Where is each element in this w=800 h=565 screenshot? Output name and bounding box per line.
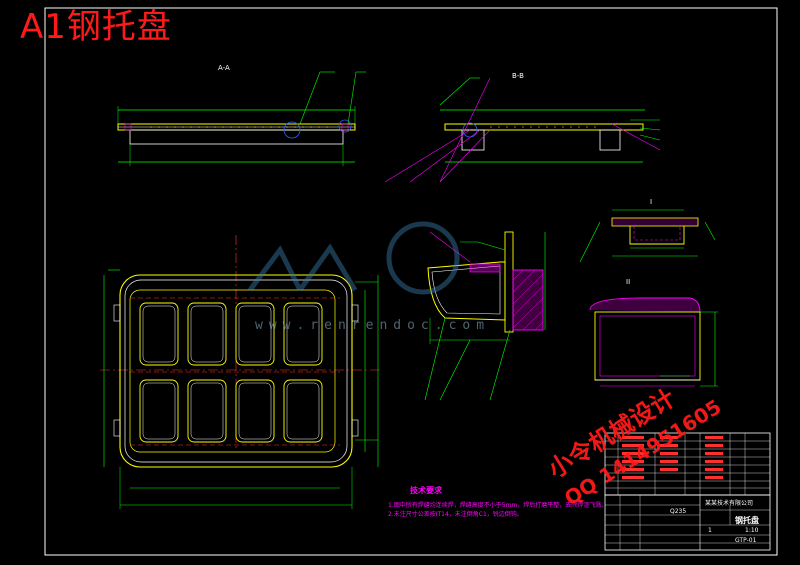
detail-label-1: I — [650, 198, 653, 206]
tech-requirement-2: 2.未注尺寸公差按IT14，未注倒角C1，锐边倒钝。 — [388, 511, 523, 518]
section-view-a — [117, 71, 366, 166]
title-block-part-name: 钢托盘 — [735, 516, 759, 525]
section-label-a: A-A — [218, 64, 230, 72]
detail-label-2: II — [626, 278, 631, 286]
tech-requirement-1: 1.图中所有焊缝均连续焊，焊缝高度不小于5mm，焊后打磨平整，去除焊渣飞溅。 — [388, 502, 608, 509]
title-block-sheet: 1 — [708, 527, 712, 534]
detail-view-2 — [579, 209, 716, 263]
section-view-b — [384, 77, 661, 183]
title-block-material: Q235 — [670, 508, 687, 515]
plan-view — [100, 235, 380, 509]
drawing-title: A1钢托盘 — [20, 7, 172, 47]
title-block-drawing-no: GTP-01 — [735, 537, 757, 544]
tech-requirements-heading: 技术要求 — [410, 486, 442, 495]
detail-view-1 — [424, 231, 546, 401]
watermark-logo — [248, 221, 460, 295]
title-block — [604, 494, 771, 551]
section-label-b: B-B — [512, 72, 524, 80]
title-block-company: 某某技术有限公司 — [705, 500, 754, 507]
drawing-frame — [44, 7, 778, 556]
watermark-site: www.renrendoc.com — [255, 318, 491, 333]
title-block-scale: 1:10 — [745, 527, 759, 534]
parts-list — [604, 432, 771, 496]
detail-view-3 — [589, 297, 718, 387]
